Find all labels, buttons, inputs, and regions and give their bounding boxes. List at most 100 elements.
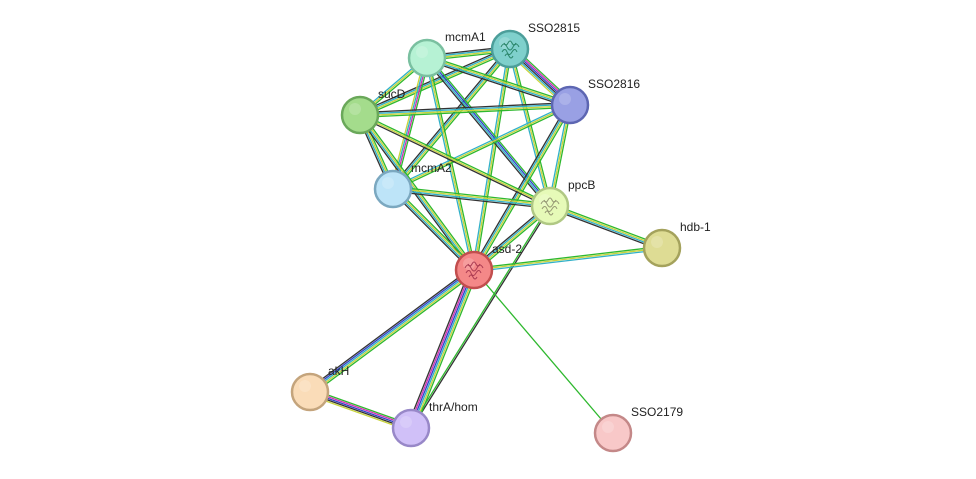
node-highlight <box>400 416 412 428</box>
edge-asd-2-akh[interactable] <box>307 266 477 396</box>
edge-line-cyan <box>426 58 570 107</box>
node-circle[interactable] <box>407 38 447 78</box>
node-label: SSO2816 <box>588 77 640 91</box>
edge-sso2815-ppcb[interactable] <box>507 48 553 207</box>
node-asd-2[interactable]: asd-2 <box>454 242 522 290</box>
edge-line-yellow <box>360 105 571 117</box>
node-circle[interactable] <box>373 169 413 209</box>
edge-line-blue <box>308 268 474 392</box>
edge-line-yellow <box>473 247 663 271</box>
node-circle[interactable] <box>593 413 633 453</box>
node-highlight <box>539 194 551 206</box>
node-circle[interactable] <box>642 228 682 268</box>
edge-ppcb-hdb-1[interactable] <box>548 203 664 251</box>
edge-line-cyan <box>391 48 510 189</box>
protein-structure-icon <box>540 197 560 216</box>
edge-line-black <box>359 101 570 114</box>
edge-line-black <box>307 266 473 390</box>
edge-mcma2-ppcb[interactable] <box>392 185 551 210</box>
node-sso2815[interactable]: SSO2815 <box>490 21 580 69</box>
node-akh[interactable]: akH <box>290 364 349 412</box>
node-circle[interactable] <box>340 95 380 135</box>
edge-line-magenta <box>408 268 473 428</box>
edge-line-black <box>392 190 550 210</box>
edge-line-cyan <box>392 102 570 189</box>
edge-line-cyan <box>309 269 475 393</box>
edge-line-yellow <box>310 270 476 394</box>
edge-line-green <box>473 245 662 270</box>
edge-line-green <box>427 55 571 104</box>
edge-line-yellow <box>474 105 572 271</box>
node-mcma2[interactable]: mcmA2 <box>373 161 452 209</box>
edge-line-yellow <box>392 104 571 190</box>
node-ppcb[interactable]: ppcB <box>530 178 595 226</box>
edge-line-black <box>548 207 662 251</box>
edge-line-black <box>406 268 471 427</box>
edge-line-cyan <box>549 206 662 250</box>
node-label: SSO2815 <box>528 21 580 35</box>
node-circle[interactable] <box>530 186 570 226</box>
edge-line-blue <box>427 57 552 206</box>
node-circle[interactable] <box>550 85 590 125</box>
edge-line-yellow <box>412 270 477 430</box>
edge-line-cyan <box>507 49 550 207</box>
node-highlight <box>382 177 394 189</box>
edge-line-yellow <box>393 187 551 206</box>
edge-asd-2-hdb-1[interactable] <box>473 245 663 273</box>
node-highlight <box>349 103 361 115</box>
node-label: ppcB <box>568 178 595 192</box>
node-label: sucD <box>378 87 406 101</box>
edge-line-green <box>394 50 513 191</box>
edge-sucd-ppcb[interactable] <box>359 112 551 209</box>
node-label: thrA/hom <box>429 400 478 414</box>
edge-sso2816-sucd[interactable] <box>359 101 571 119</box>
edge-line-green <box>428 56 553 205</box>
edge-asd-2-thra-hom[interactable] <box>406 268 479 430</box>
node-sucd[interactable]: sucD <box>340 87 406 135</box>
edge-line-blue <box>409 269 474 428</box>
edge-line-green <box>409 205 550 428</box>
node-sso2179[interactable]: SSO2179 <box>593 405 683 453</box>
node-hdb-1[interactable]: hdb-1 <box>642 220 711 268</box>
node-highlight <box>651 236 663 248</box>
node-highlight <box>602 421 614 433</box>
edge-line-black <box>411 206 552 429</box>
node-thra-hom[interactable]: thrA/hom <box>391 400 478 448</box>
node-label: mcmA2 <box>411 161 452 175</box>
edge-ppcb-thra-hom[interactable] <box>409 205 552 429</box>
node-highlight <box>559 93 571 105</box>
edge-line-green <box>414 271 479 430</box>
edge-sso2815-mcma2[interactable] <box>390 47 513 191</box>
edge-line-yellow <box>550 204 663 248</box>
node-label: mcmA1 <box>445 30 486 44</box>
edge-sso2816-mcma2[interactable] <box>392 102 571 192</box>
edge-line-green <box>550 203 664 247</box>
edge-line-green <box>360 50 512 118</box>
edge-line-cyan <box>474 248 663 273</box>
node-circle[interactable] <box>490 29 530 69</box>
node-circle[interactable] <box>391 408 431 448</box>
edge-asd-2-sso2179[interactable] <box>473 269 614 434</box>
node-label: SSO2179 <box>631 405 683 419</box>
node-circle[interactable] <box>454 250 494 290</box>
edge-line-black <box>359 115 550 209</box>
edge-line-yellow <box>360 49 511 117</box>
node-circle[interactable] <box>290 372 330 412</box>
edge-line-black <box>390 47 509 188</box>
edge-line-yellow <box>359 114 551 207</box>
node-mcma1[interactable]: mcmA1 <box>407 30 486 78</box>
edge-line-cyan <box>359 103 570 115</box>
protein-structure-icon <box>500 40 520 59</box>
protein-structure-icon <box>464 261 484 280</box>
edge-mcma1-sso2816[interactable] <box>426 55 571 108</box>
edge-line-green <box>360 106 571 119</box>
edge-line-yellow <box>509 48 551 207</box>
edge-sso2816-asd-2[interactable] <box>471 103 573 272</box>
edge-line-cyan <box>392 189 550 208</box>
node-label: akH <box>328 364 349 378</box>
edge-line-green <box>393 185 551 205</box>
node-highlight <box>416 46 428 58</box>
node-sso2816[interactable]: SSO2816 <box>550 77 640 125</box>
